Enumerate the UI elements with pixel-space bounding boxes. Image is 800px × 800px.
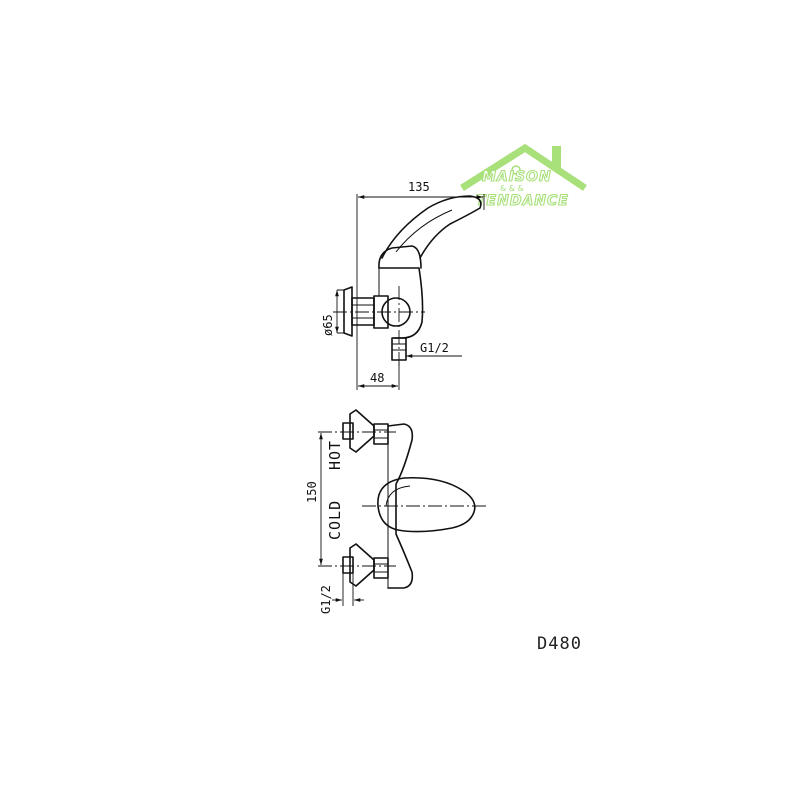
top-nut (373, 423, 389, 445)
dim-label-150: 150 (305, 481, 319, 503)
logo-badge-icon (511, 165, 521, 175)
side-view: 135 G1/2 ø65 48 (321, 180, 485, 390)
bottom-nut (373, 557, 389, 579)
diameter-label: ø65 (321, 314, 335, 336)
mixer-body (378, 267, 424, 339)
logo-line1: MAISON (482, 169, 552, 185)
dim-label-48: 48 (370, 371, 384, 385)
brand-logo: MAISON & & & TENDANCE (460, 143, 587, 210)
logo-chimney (552, 146, 561, 168)
logo-line2: TENDANCE (476, 193, 569, 209)
lever-handle (381, 195, 482, 259)
front-thread-label: G1/2 (319, 585, 333, 614)
front-view: 150 HOT COLD G1/2 (305, 409, 486, 614)
dim-label-135: 135 (408, 180, 430, 194)
logo-separator: & & & (500, 184, 524, 193)
top-inlet-pipe (342, 422, 354, 440)
side-thread-label: G1/2 (420, 341, 449, 355)
connector-nut (351, 297, 375, 326)
hot-label: HOT (326, 440, 344, 470)
bottom-inlet-pipe (342, 556, 354, 574)
model-code: D480 (537, 634, 582, 654)
front-body (387, 423, 414, 589)
wall-flange (343, 286, 353, 337)
front-lever (377, 476, 476, 533)
cold-label: COLD (326, 500, 344, 540)
logo-roof (460, 143, 587, 191)
